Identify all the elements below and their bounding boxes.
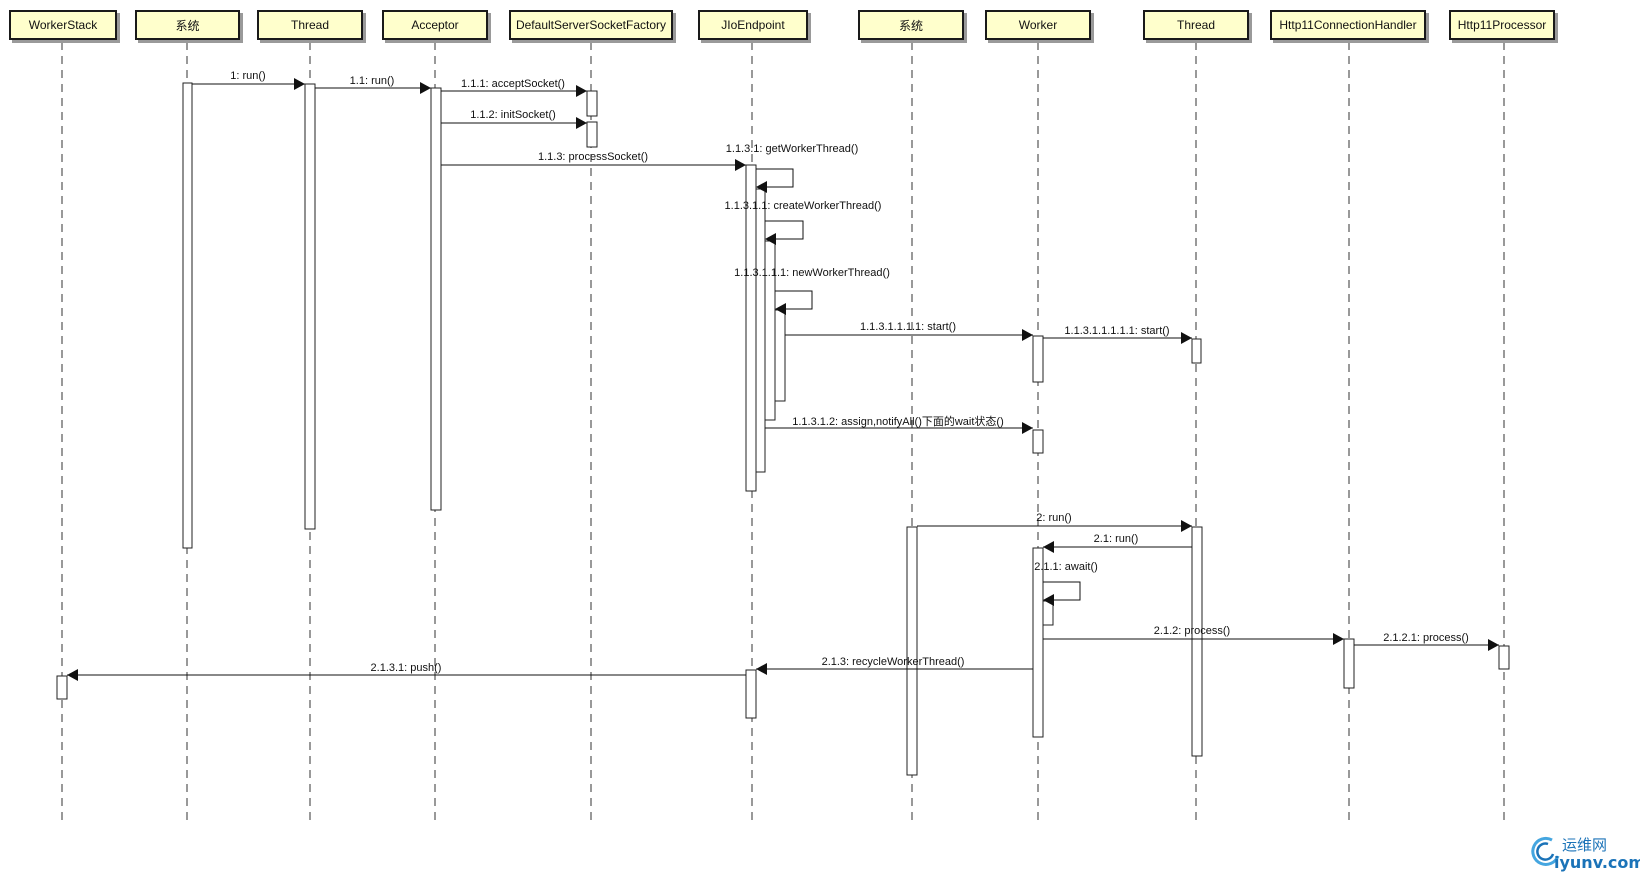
message-label: 1.1.3.1.1.1: newWorkerThread(): [734, 267, 890, 279]
message-label: 1: run(): [230, 70, 266, 82]
activation-bar: [1498, 645, 1510, 670]
message-arrowhead: [1043, 541, 1054, 553]
message-arrowhead: [1181, 520, 1192, 532]
message-arrowhead: [756, 181, 767, 193]
message-label: 1.1.3.1.1: createWorkerThread(): [724, 200, 882, 212]
lifeline-head: 系统: [135, 10, 240, 40]
message-label: 2.1.3.1: push(): [370, 662, 442, 674]
message-label: 1.1: run(): [349, 75, 395, 87]
self-message-arrow: [765, 220, 804, 240]
self-message-arrow: [1043, 581, 1081, 601]
activation-bar: [430, 87, 442, 511]
message-arrowhead: [67, 669, 78, 681]
message-arrowhead: [1181, 332, 1192, 344]
message-label: 2.1: run(): [1093, 533, 1139, 545]
message-label: 2: run(): [1036, 512, 1072, 524]
lifeline-head: DefaultServerSocketFactory: [509, 10, 673, 40]
message-label: 1.1.3.1.2: assign,notifyAll()下面的wait状态(): [792, 416, 1004, 428]
watermark-site-name: 运维网: [1562, 836, 1608, 854]
message-arrowhead: [1043, 594, 1054, 606]
site-watermark: 运维网 iyunv.com: [1528, 832, 1640, 872]
message-arrowhead: [1022, 422, 1033, 434]
watermark-site-url: iyunv.com: [1554, 853, 1640, 872]
message-label: 1.1.3.1: getWorkerThread(): [725, 143, 859, 155]
message-arrowhead: [775, 303, 786, 315]
message-arrowhead: [735, 159, 746, 171]
message-arrowhead: [1022, 329, 1033, 341]
activation-bar: [1191, 338, 1202, 364]
message-label: 2.1.3: recycleWorkerThread(): [821, 656, 965, 668]
message-label: 1.1.3: processSocket(): [537, 151, 649, 163]
message-arrowhead: [1488, 639, 1499, 651]
message-label: 1.1.3.1.1.1.1: start(): [860, 321, 956, 333]
message-arrowhead: [576, 117, 587, 129]
activation-bar: [774, 309, 786, 402]
lifeline-head: 系统: [858, 10, 964, 40]
lifeline-head: Acceptor: [382, 10, 488, 40]
message-arrowhead: [756, 663, 767, 675]
activation-bar: [586, 90, 598, 117]
message-arrowhead: [576, 85, 587, 97]
message-arrowhead: [765, 233, 776, 245]
activation-bar: [586, 121, 598, 148]
activation-bar: [755, 188, 766, 473]
message-label: 1.1.3.1.1.1.1.1: start(): [1064, 325, 1170, 337]
self-message-arrow: [775, 290, 813, 310]
message-arrowhead: [294, 78, 305, 90]
message-arrowhead: [420, 82, 431, 94]
activation-bar: [56, 675, 68, 700]
activation-bar: [1343, 638, 1355, 689]
lifeline-head: Thread: [257, 10, 363, 40]
activation-bar: [1032, 429, 1044, 454]
activation-bar: [745, 164, 757, 492]
lifeline-head: Http11Processor: [1449, 10, 1555, 40]
activation-bar: [182, 82, 193, 549]
message-label: 2.1.2: process(): [1153, 625, 1231, 637]
activation-bar: [906, 526, 918, 776]
message-label: 1.1.2: initSocket(): [470, 109, 556, 121]
lifeline-head: WorkerStack: [9, 10, 117, 40]
message-label: 2.1.1: await(): [1034, 561, 1098, 573]
lifeline-head: Worker: [985, 10, 1091, 40]
activation-bar: [1032, 335, 1044, 383]
activation-bar: [304, 83, 316, 530]
self-message-arrow: [756, 168, 794, 188]
activation-bar: [1191, 526, 1203, 757]
lifeline-head: JIoEndpoint: [698, 10, 808, 40]
site-logo-icon: [1531, 836, 1560, 866]
message-label: 2.1.2.1: process(): [1383, 632, 1469, 644]
message-label: 1.1.1: acceptSocket(): [461, 78, 565, 90]
activation-bar: [1032, 547, 1044, 738]
message-arrowhead: [1333, 633, 1344, 645]
lifeline-head: Thread: [1143, 10, 1249, 40]
activation-bar: [745, 669, 757, 719]
lifeline-head: Http11ConnectionHandler: [1270, 10, 1426, 40]
